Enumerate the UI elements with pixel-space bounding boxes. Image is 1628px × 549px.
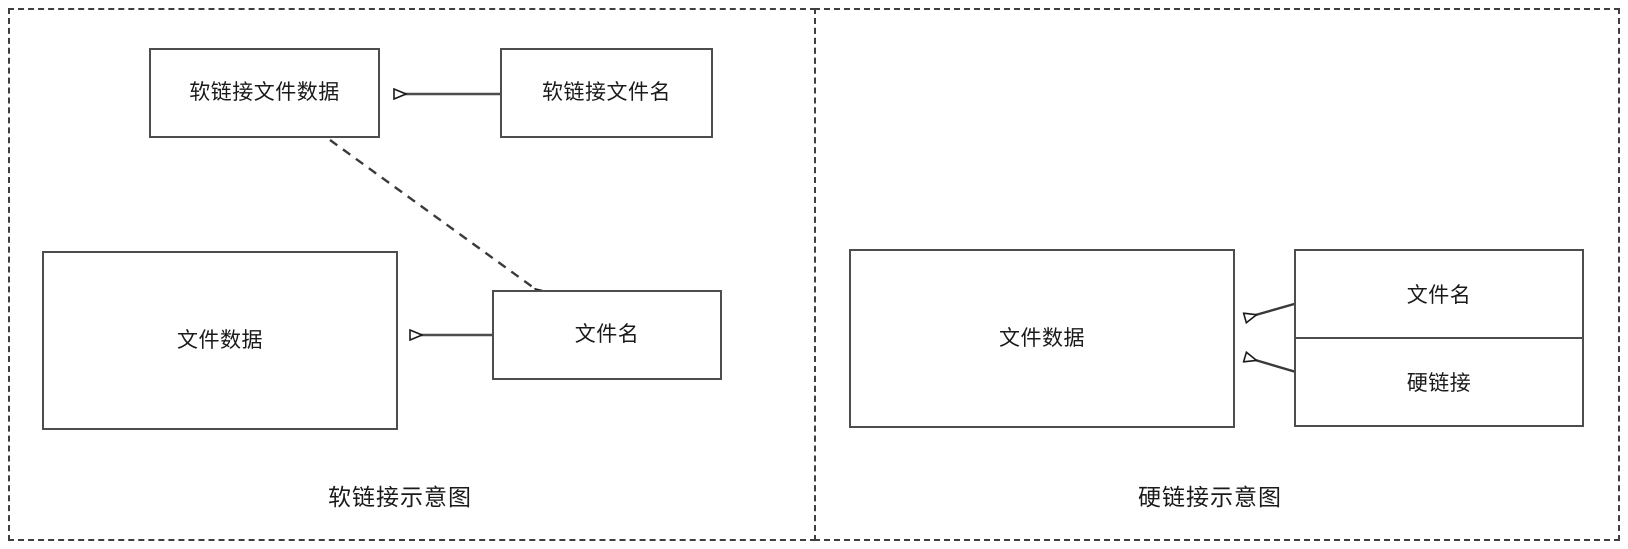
node-file-name-hard[interactable]: 文件名 xyxy=(1296,251,1582,337)
node-label: 文件名 xyxy=(574,322,640,347)
node-soft-link-file-name[interactable]: 软链接文件名 xyxy=(500,48,713,138)
node-label: 硬链接 xyxy=(1406,371,1472,395)
node-label: 软链接文件名 xyxy=(542,80,671,105)
node-file-name[interactable]: 文件名 xyxy=(492,290,722,380)
hard-link-panel xyxy=(814,8,1620,541)
caption-hard-link: 硬链接示意图 xyxy=(1138,485,1282,511)
node-hard-link-hard[interactable]: 硬链接 xyxy=(1296,337,1582,425)
node-file-data[interactable]: 文件数据 xyxy=(42,251,398,430)
node-label: 文件数据 xyxy=(999,325,1085,350)
caption-soft-link: 软链接示意图 xyxy=(328,485,472,511)
node-label: 文件名 xyxy=(1406,283,1472,307)
node-label: 文件数据 xyxy=(177,327,263,352)
node-soft-link-file-data[interactable]: 软链接文件数据 xyxy=(149,48,380,138)
node-stack-hard-link[interactable]: 文件名 硬链接 xyxy=(1294,249,1584,427)
node-label: 软链接文件数据 xyxy=(189,80,340,105)
node-file-data-hard[interactable]: 文件数据 xyxy=(849,249,1235,428)
